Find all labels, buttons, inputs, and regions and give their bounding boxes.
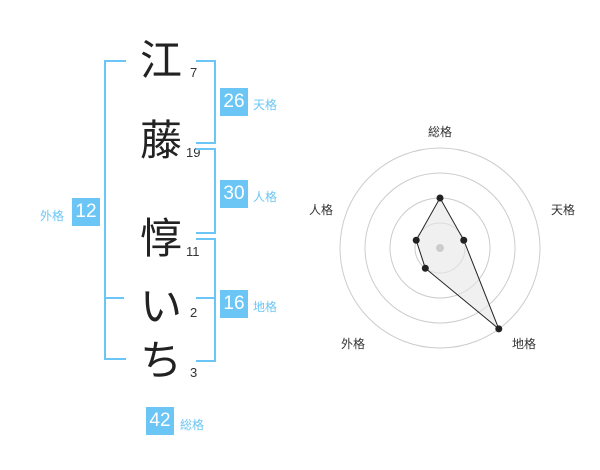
- radar-center-dot: [436, 244, 444, 252]
- radar-point-1: [460, 236, 468, 244]
- gaikaku-badge: 12: [72, 198, 100, 226]
- radar-point-3: [421, 264, 429, 272]
- radar-point-4: [412, 236, 420, 244]
- radar-ring-4: [339, 147, 541, 349]
- name-char-1: 江: [140, 36, 183, 85]
- radar-ring-3: [364, 172, 516, 324]
- tenkaku-label: 天格: [253, 98, 278, 112]
- radar-label-jinkaku: 人格: [309, 203, 334, 217]
- soukaku-label: 総格: [180, 418, 205, 432]
- gaikaku-bracket: [104, 60, 126, 360]
- gaikaku-bracket-tick: [104, 297, 124, 299]
- name-char-3: 惇: [140, 214, 183, 263]
- radar-point-0: [436, 194, 444, 202]
- radar-label-tenkaku: 天格: [551, 203, 576, 217]
- stroke-count-5: 3: [190, 365, 198, 380]
- radar-label-gaikaku: 外格: [341, 337, 366, 351]
- jinkaku-bracket: [196, 148, 216, 234]
- radar-label-chikaku: 地格: [512, 337, 537, 351]
- tenkaku-badge: 26: [220, 88, 248, 116]
- jinkaku-label: 人格: [253, 190, 278, 204]
- name-char-2: 藤: [140, 116, 183, 165]
- tenkaku-bracket: [196, 60, 216, 144]
- jinkaku-badge: 30: [220, 180, 248, 208]
- name-char-5: ち: [140, 336, 183, 385]
- stroke-count-3: 11: [186, 244, 200, 259]
- radar-point-2: [495, 325, 503, 333]
- radar-points: [412, 194, 503, 333]
- soukaku-badge: 42: [146, 407, 174, 435]
- radar-polygon: [415, 196, 500, 330]
- stroke-count-4: 2: [190, 305, 198, 320]
- chikaku-bracket-tick: [196, 297, 216, 299]
- chikaku-bracket: [196, 238, 216, 362]
- chikaku-label: 地格: [253, 300, 278, 314]
- stroke-count-1: 7: [190, 65, 198, 80]
- name-char-4: い: [140, 282, 183, 331]
- gaikaku-label: 外格: [40, 209, 65, 223]
- radar-label-soukaku: 総格: [428, 125, 453, 139]
- chikaku-badge: 16: [220, 290, 248, 318]
